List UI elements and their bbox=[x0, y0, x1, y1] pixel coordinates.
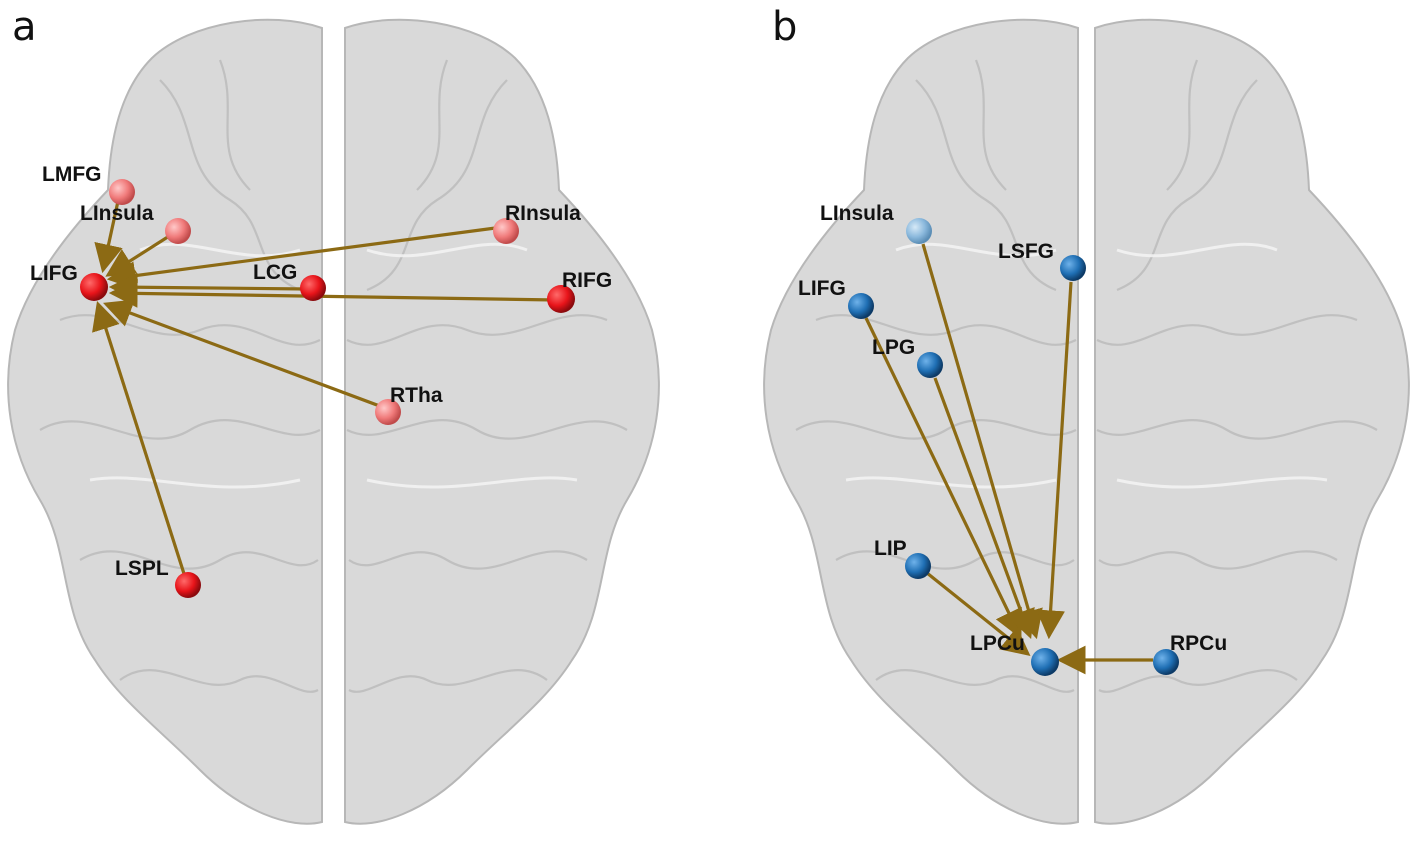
node-lmfg-a bbox=[109, 179, 135, 205]
node-linsula-b bbox=[906, 218, 932, 244]
panel-b: b bbox=[763, 4, 1410, 825]
edge-rinsula-to-lifg bbox=[106, 225, 504, 290]
right-hemisphere-b bbox=[1094, 18, 1410, 825]
label-lcg-a: LCG bbox=[253, 261, 297, 284]
labels-b: LInsula LSFG LIFG LPG LIP LPCu RPCu bbox=[798, 202, 1227, 655]
right-hemisphere-a bbox=[344, 18, 660, 825]
left-hemisphere-a bbox=[7, 18, 323, 825]
edge-lifg-to-lpcu bbox=[864, 317, 1022, 639]
label-lpg-b: LPG bbox=[872, 336, 915, 359]
edges-b bbox=[864, 243, 1153, 675]
panel-a: a bbox=[7, 4, 660, 825]
node-lip-b bbox=[905, 553, 931, 579]
edge-linsula-to-lpcu bbox=[921, 243, 1043, 640]
nodes-a bbox=[80, 179, 575, 598]
nodes-b bbox=[848, 218, 1179, 676]
label-rifg-a: RIFG bbox=[562, 269, 612, 292]
label-rinsula-a: RInsula bbox=[505, 202, 581, 225]
label-rpcu-b: RPCu bbox=[1170, 632, 1227, 655]
node-rpcu-b bbox=[1153, 649, 1179, 675]
label-lspl-a: LSPL bbox=[115, 557, 169, 580]
node-lpcu-b bbox=[1031, 648, 1059, 676]
node-rifg-a bbox=[547, 285, 575, 313]
label-linsula-b: LInsula bbox=[820, 202, 894, 225]
label-linsula-a: LInsula bbox=[80, 202, 154, 225]
node-lifg-a bbox=[80, 273, 108, 301]
label-lpcu-b: LPCu bbox=[970, 632, 1025, 655]
edge-rtha-to-lifg bbox=[103, 299, 386, 410]
node-rinsula-a bbox=[493, 218, 519, 244]
edge-lcg-to-lifg bbox=[108, 272, 309, 302]
label-lsfg-b: LSFG bbox=[998, 240, 1054, 263]
node-lifg-b bbox=[848, 293, 874, 319]
node-lspl-a bbox=[175, 572, 201, 598]
node-lsfg-b bbox=[1060, 255, 1086, 281]
edge-rifg-to-lifg bbox=[108, 279, 557, 308]
panel-letter-a: a bbox=[12, 4, 37, 50]
brain-a bbox=[7, 18, 660, 825]
brain-b bbox=[763, 18, 1410, 825]
left-hemisphere-b bbox=[763, 18, 1079, 825]
label-rtha-a: RTha bbox=[390, 384, 443, 407]
label-lmfg-a: LMFG bbox=[42, 163, 101, 186]
label-lip-b: LIP bbox=[874, 537, 907, 560]
node-lpg-b bbox=[917, 352, 943, 378]
labels-a: LMFG LInsula LIFG LCG RInsula RIFG RTha … bbox=[30, 163, 612, 580]
edge-lspl-to-lifg bbox=[92, 300, 188, 581]
node-linsula-a bbox=[165, 218, 191, 244]
edge-lpg-to-lpcu bbox=[933, 377, 1035, 640]
label-lifg-a: LIFG bbox=[30, 262, 78, 285]
node-lcg-a bbox=[300, 275, 326, 301]
edge-lsfg-to-lpcu bbox=[1036, 281, 1073, 640]
edges-a bbox=[92, 191, 557, 581]
node-rtha-a bbox=[375, 399, 401, 425]
edge-lip-to-lpcu bbox=[925, 571, 1031, 657]
panel-letter-b: b bbox=[772, 4, 797, 50]
label-lifg-b: LIFG bbox=[798, 277, 846, 300]
